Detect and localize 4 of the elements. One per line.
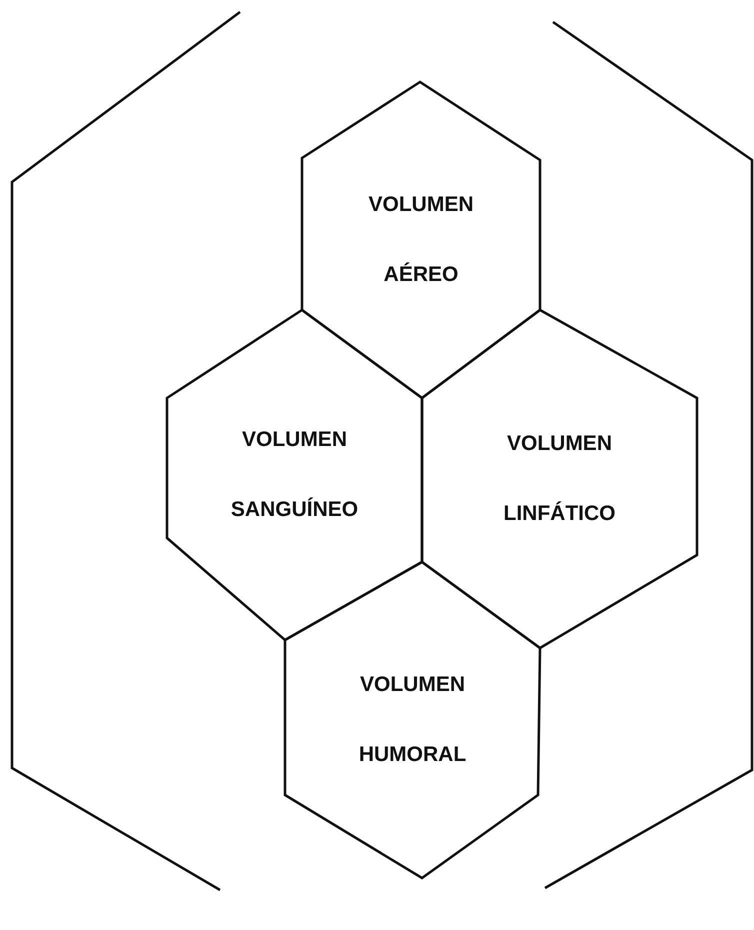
hexagon-label: VOLUMEN HUMORAL bbox=[358, 672, 466, 768]
hexagon-label: VOLUMEN SANGUÍNEO bbox=[230, 427, 358, 523]
hexagon-label: VOLUMEN LINFÁTICO bbox=[504, 431, 616, 527]
hexagon-label: VOLUMEN AÉREO bbox=[368, 192, 474, 288]
